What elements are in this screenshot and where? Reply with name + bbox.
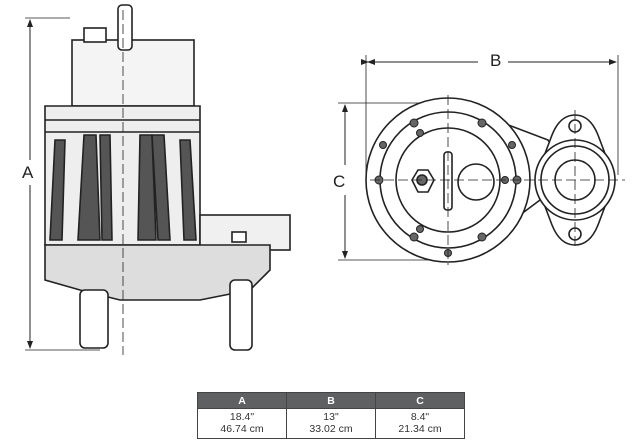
- side-view: [25, 4, 291, 355]
- cell-a: 18.4"46.74 cm: [197, 408, 287, 439]
- header-b: B: [286, 392, 376, 409]
- value-inches: 18.4": [229, 411, 255, 423]
- value-cm: 46.74 cm: [220, 423, 264, 435]
- dimension-c-label: C: [333, 172, 345, 191]
- cell-c: 8.4"21.34 cm: [375, 408, 465, 439]
- dimension-a-label: A: [22, 163, 34, 182]
- value-cm: 21.34 cm: [398, 423, 442, 435]
- table-header-row: A B C: [197, 392, 465, 409]
- value-cm: 33.02 cm: [309, 423, 353, 435]
- top-view: [338, 55, 625, 265]
- header-a: A: [197, 392, 287, 409]
- dimension-b-label: B: [490, 51, 501, 70]
- header-c: C: [375, 392, 465, 409]
- cell-b: 13"33.02 cm: [286, 408, 376, 439]
- value-inches: 8.4": [410, 411, 430, 423]
- dimension-table: A B C 18.4"46.74 cm 13"33.02 cm 8.4"21.3…: [197, 392, 465, 439]
- value-inches: 13": [323, 411, 339, 423]
- table-row: 18.4"46.74 cm 13"33.02 cm 8.4"21.34 cm: [197, 408, 465, 439]
